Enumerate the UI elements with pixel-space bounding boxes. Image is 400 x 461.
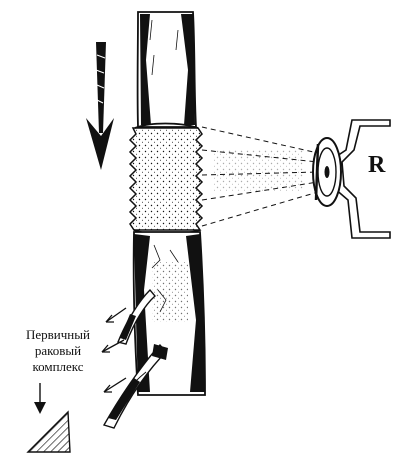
downward-arrow-icon: [86, 42, 114, 170]
source-label: R: [368, 152, 386, 178]
irradiated-zone: [128, 122, 204, 236]
primary-complex-marker: [26, 383, 71, 453]
radiation-source-icon: [312, 119, 391, 239]
beam-scatter: [214, 150, 304, 192]
vessel-upper-segment: [136, 11, 197, 128]
lymph-branches: [102, 288, 168, 429]
caption-line-2: раковый: [34, 343, 82, 358]
primary-complex-caption: Первичный раковый комплекс: [2, 327, 114, 375]
flow-arrows: [101, 307, 127, 393]
caption-line-3: комплекс: [32, 359, 84, 374]
caption-line-1: Первичный: [26, 327, 90, 342]
